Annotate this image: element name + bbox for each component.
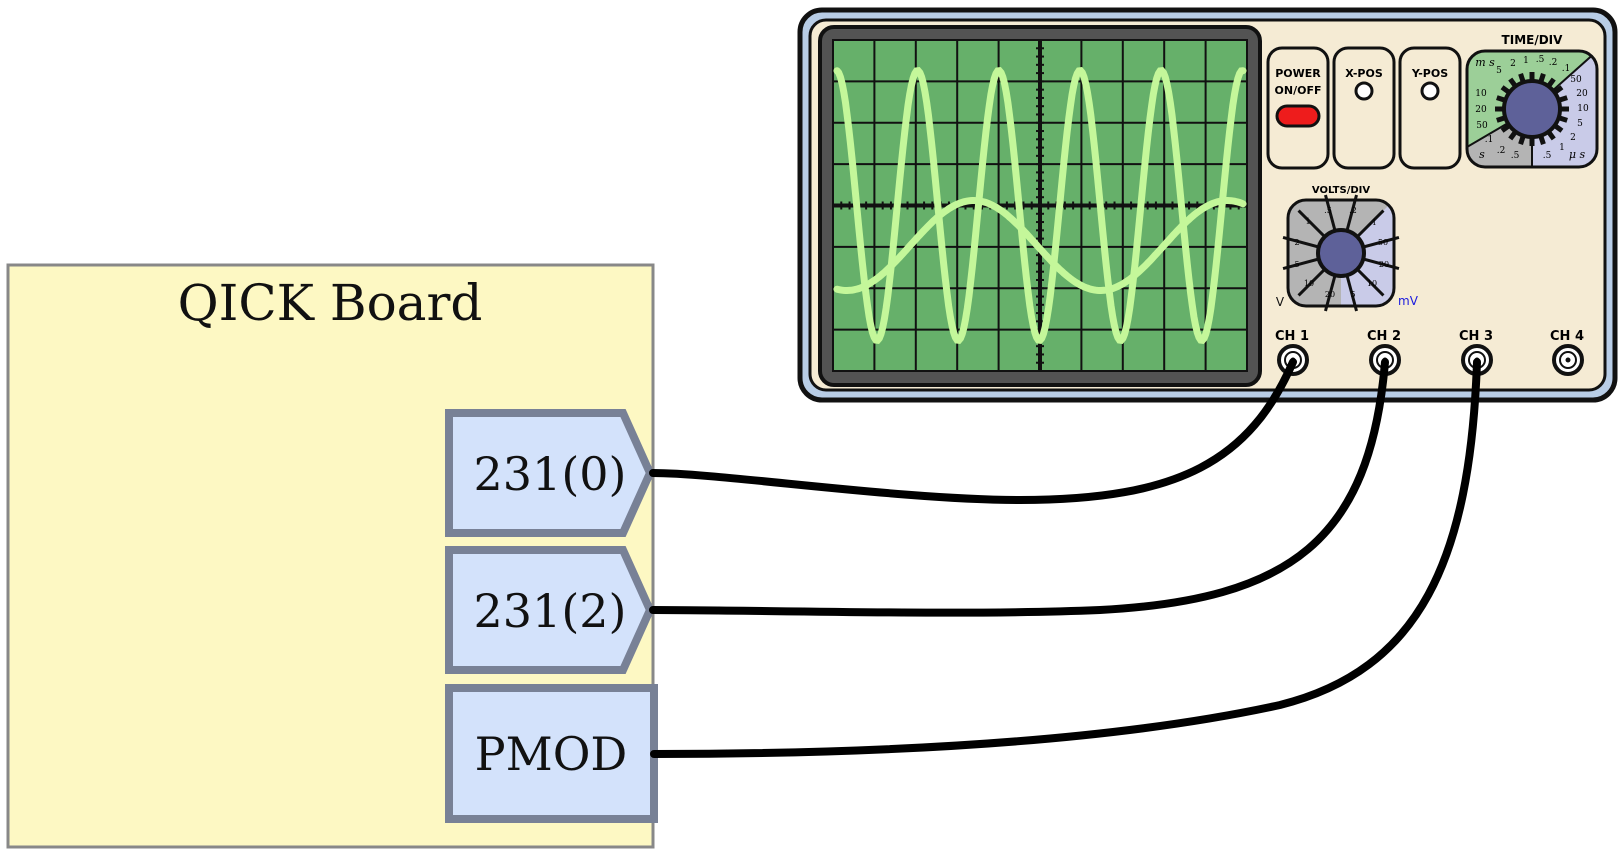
trace-slow xyxy=(833,197,1247,294)
port-label: 231(0) xyxy=(474,447,627,501)
volts-tick-label: 1 xyxy=(1305,217,1310,226)
ypos-panel: Y-POS xyxy=(1398,46,1462,170)
time-div-label: TIME/DIV xyxy=(1502,33,1564,47)
time-tick-label: 20 xyxy=(1475,105,1487,115)
ch1-label: CH 1 xyxy=(1275,329,1309,344)
screen-traces xyxy=(833,67,1247,344)
volts-div-knob[interactable] xyxy=(1316,228,1366,278)
port-231-0[interactable]: 231(0) xyxy=(445,409,655,537)
time-tick-label: 50 xyxy=(1476,121,1488,131)
time-div-dial: TIME/DIV m s s μ s 5 2 1 .5 .2 .1 xyxy=(1465,33,1599,169)
volts-tick-label: 5 xyxy=(1350,290,1355,299)
xpos-label: X-POS xyxy=(1345,67,1383,80)
time-tick-label: 2 xyxy=(1510,59,1516,69)
volts-tick-label: 10 xyxy=(1367,279,1377,288)
time-unit-us: μ s xyxy=(1569,148,1586,161)
time-unit-s: s xyxy=(1479,148,1485,161)
qick-board: QICK Board 231(0) 231(2) PMOD xyxy=(6,263,658,849)
time-tick-label: 1 xyxy=(1523,56,1529,66)
cable-pmod-to-ch3[interactable] xyxy=(650,358,1481,758)
time-tick-label: .1 xyxy=(1485,135,1494,145)
cables xyxy=(649,358,1481,758)
time-tick-label: 5 xyxy=(1496,66,1502,76)
time-tick-label: .1 xyxy=(1562,64,1571,74)
power-panel: POWER ON/OFF xyxy=(1266,46,1330,170)
volts-div-label: VOLTS/DIV xyxy=(1312,185,1370,196)
port-label: PMOD xyxy=(475,727,628,781)
ch3-label: CH 3 xyxy=(1459,329,1493,344)
cable-231-2-to-ch2[interactable] xyxy=(649,358,1389,617)
volts-tick-label: .5 xyxy=(1324,206,1332,215)
ch4-connector[interactable] xyxy=(1552,344,1584,376)
volts-tick-label: .2 xyxy=(1349,206,1357,215)
time-tick-label: .2 xyxy=(1497,146,1506,156)
time-tick-label: 1 xyxy=(1559,143,1565,153)
volts-tick-label: 20 xyxy=(1325,290,1335,299)
time-tick-label: 50 xyxy=(1570,75,1582,85)
board-title: QICK Board xyxy=(178,274,483,332)
time-tick-label: 10 xyxy=(1577,104,1589,114)
time-tick-label: 20 xyxy=(1576,89,1588,99)
time-tick-label: .2 xyxy=(1549,58,1558,68)
screen-grid xyxy=(832,39,1248,372)
time-tick-label: .5 xyxy=(1536,55,1545,65)
time-unit-ms: m s xyxy=(1475,56,1495,69)
volts-tick-label: 2 xyxy=(1294,238,1299,247)
ch2-label: CH 2 xyxy=(1367,329,1401,344)
time-tick-label: 10 xyxy=(1475,89,1487,99)
time-tick-label: 5 xyxy=(1577,119,1583,129)
volts-div-dial: VOLTS/DIV 1 .5 .2 .1 2 5 10 20 50 20 10 … xyxy=(1276,185,1419,312)
volts-unit-v: V xyxy=(1276,295,1285,309)
time-div-knob[interactable] xyxy=(1502,79,1562,139)
port-231-2[interactable]: 231(2) xyxy=(445,546,655,674)
volts-unit-mv: mV xyxy=(1398,294,1419,308)
volts-tick-label: 10 xyxy=(1304,279,1314,288)
power-label: POWER xyxy=(1275,67,1321,80)
volts-tick-label: 5 xyxy=(1294,260,1299,269)
xpos-panel: X-POS xyxy=(1332,46,1396,170)
time-tick-label: 2 xyxy=(1570,133,1576,143)
port-label: 231(2) xyxy=(474,584,627,638)
power-sublabel: ON/OFF xyxy=(1275,84,1322,97)
volts-tick-label: 20 xyxy=(1379,260,1389,269)
power-button[interactable] xyxy=(1275,104,1321,128)
port-pmod[interactable]: PMOD xyxy=(445,684,658,823)
oscilloscope: POWER ON/OFF X-POS Y-POS TIME/DIV xyxy=(797,7,1618,403)
xpos-knob[interactable] xyxy=(1354,81,1374,101)
volts-tick-label: .1 xyxy=(1369,218,1377,227)
time-tick-label: .5 xyxy=(1511,151,1520,161)
ypos-knob[interactable] xyxy=(1420,81,1440,101)
volts-mv-zone xyxy=(1341,200,1394,306)
trace-fast xyxy=(833,67,1247,344)
ypos-label: Y-POS xyxy=(1411,67,1448,80)
ch4-label: CH 4 xyxy=(1550,329,1584,344)
volts-tick-label: 50 xyxy=(1378,238,1388,247)
time-tick-label: .5 xyxy=(1543,151,1552,161)
cable-231-0-to-ch1[interactable] xyxy=(649,358,1297,505)
